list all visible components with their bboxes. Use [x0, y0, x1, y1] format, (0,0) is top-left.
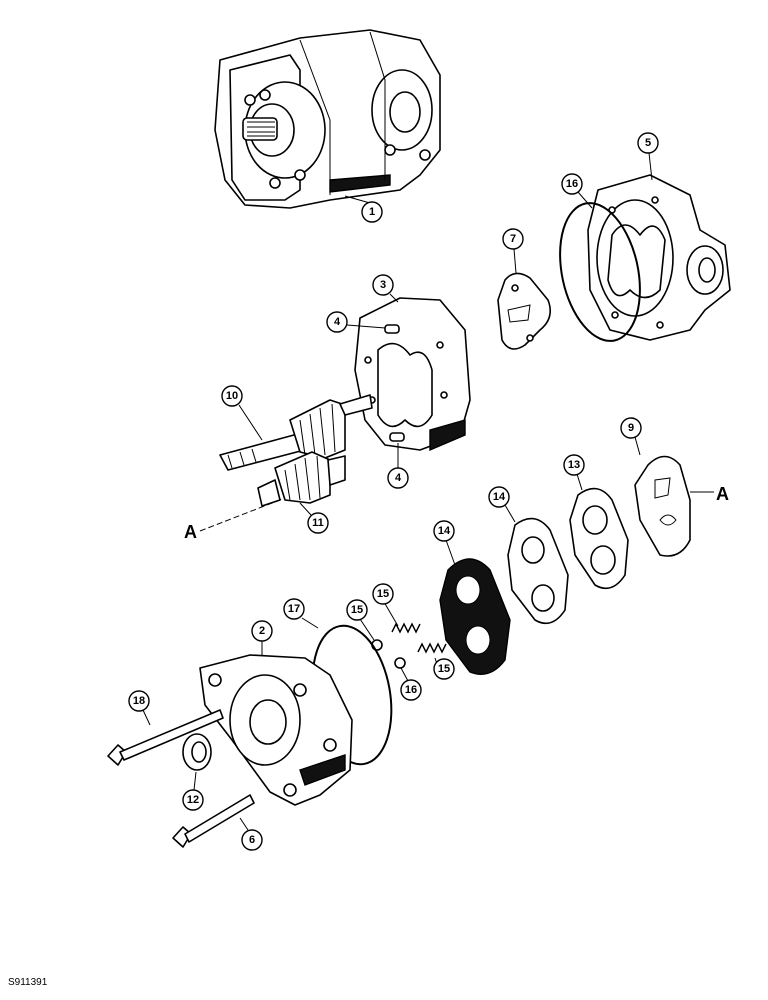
svg-text:1: 1 — [369, 206, 375, 218]
callout-16-lower: 17 — [283, 598, 319, 629]
callout-11: 14 — [488, 486, 516, 523]
bolt-17-part — [172, 794, 255, 848]
svg-text:3: 3 — [380, 279, 386, 291]
section-marker-left: A — [184, 522, 197, 542]
callout-2: 2 — [251, 620, 273, 656]
callout-13: 12 — [182, 771, 204, 811]
callout-18: 18 — [128, 690, 151, 726]
svg-text:18: 18 — [133, 695, 145, 707]
driven-gear-part — [257, 451, 346, 507]
svg-text:15: 15 — [438, 663, 450, 675]
svg-text:7: 7 — [510, 233, 516, 245]
spring-14-upper-part — [391, 622, 421, 634]
drive-gear-shaft-part — [219, 394, 373, 471]
svg-text:12: 12 — [187, 794, 199, 806]
svg-text:13: 13 — [568, 459, 580, 471]
bolt-18-part — [107, 709, 224, 766]
shaft-seal-13-part — [182, 733, 212, 771]
callout-5: 5 — [637, 132, 659, 181]
svg-text:14: 14 — [493, 491, 506, 503]
callout-17: 6 — [239, 817, 263, 851]
svg-text:16: 16 — [566, 178, 578, 190]
callout-10: 13 — [563, 454, 585, 491]
svg-text:17: 17 — [288, 603, 300, 615]
callout-12: 14 — [433, 520, 456, 566]
section-marker-right: A — [716, 484, 729, 504]
svg-text:16: 16 — [405, 684, 417, 696]
plate-10-part — [569, 487, 629, 590]
spring-14-lower-part — [417, 642, 447, 654]
figure-id: S911391 — [8, 977, 48, 988]
gasket-9-part — [634, 455, 691, 557]
ball-15-lower-part — [394, 657, 406, 669]
callout-9: 9 — [620, 417, 642, 456]
callout-6: 10 — [221, 385, 263, 441]
svg-text:4: 4 — [334, 316, 341, 328]
callout-14-lower: 15 — [433, 657, 455, 680]
callout-1: 1 — [344, 195, 383, 223]
svg-text:15: 15 — [377, 588, 389, 600]
svg-text:15: 15 — [351, 604, 363, 616]
callout-15-upper: 15 — [346, 599, 375, 641]
callout-8: 7 — [502, 228, 524, 274]
callout-4-lower: 4 — [387, 443, 409, 489]
rear-housing-part — [587, 174, 731, 341]
svg-text:11: 11 — [312, 517, 324, 529]
svg-text:4: 4 — [395, 472, 402, 484]
svg-text:2: 2 — [259, 625, 265, 637]
plate-11-part — [507, 517, 569, 625]
callout-16-upper: 16 — [561, 173, 593, 209]
gear-housing-part — [354, 297, 471, 452]
pump-assembly-part — [214, 29, 441, 209]
callout-15-lower: 16 — [400, 667, 422, 701]
svg-text:10: 10 — [226, 390, 238, 402]
gasket-8-part — [497, 272, 551, 350]
callout-4-upper: 4 — [326, 311, 386, 333]
callout-3: 3 — [372, 274, 399, 303]
callout-14-upper: 15 — [372, 583, 399, 627]
svg-text:6: 6 — [249, 834, 255, 846]
o-ring-upper-part — [559, 202, 641, 342]
svg-text:9: 9 — [628, 422, 634, 434]
svg-text:5: 5 — [645, 137, 651, 149]
callout-7: 11 — [299, 502, 329, 534]
seal-plate-12-part — [439, 558, 511, 675]
svg-text:14: 14 — [438, 525, 451, 537]
front-cover-part — [199, 654, 353, 806]
